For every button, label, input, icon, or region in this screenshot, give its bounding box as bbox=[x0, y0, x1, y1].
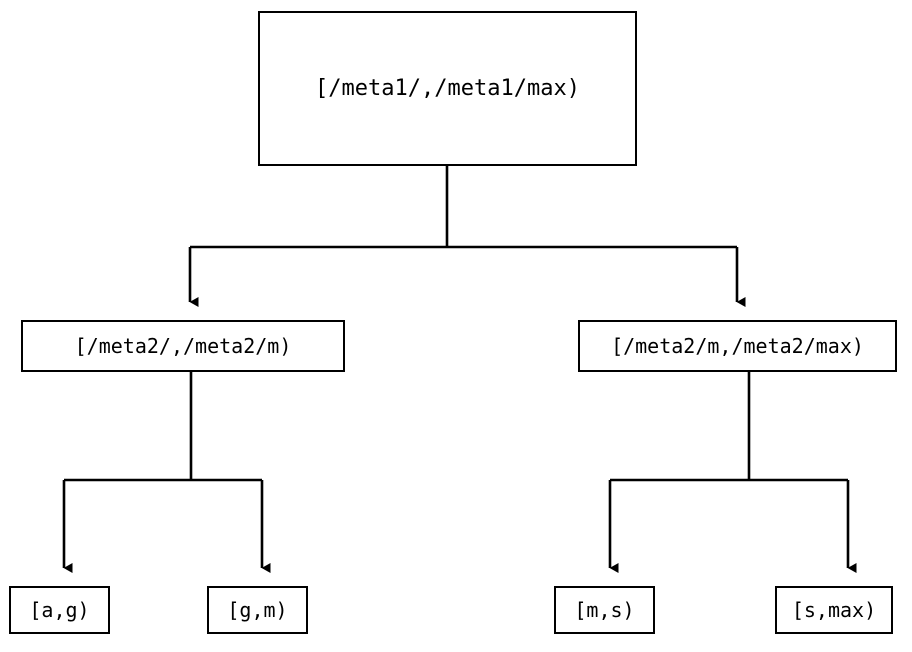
tree-node-label: [/meta2/m,/meta2/max) bbox=[611, 334, 864, 358]
tree-node-label: [a,g) bbox=[29, 598, 90, 622]
tree-node-leaf-1[interactable]: [a,g) bbox=[9, 586, 110, 634]
tree-node-leaf-4[interactable]: [s,max) bbox=[775, 586, 893, 634]
tree-node-mid-right[interactable]: [/meta2/m,/meta2/max) bbox=[578, 320, 897, 372]
tree-node-label: [g,m) bbox=[227, 598, 288, 622]
tree-node-leaf-3[interactable]: [m,s) bbox=[554, 586, 655, 634]
tree-node-root[interactable]: [/meta1/,/meta1/max) bbox=[258, 11, 637, 166]
tree-node-mid-left[interactable]: [/meta2/,/meta2/m) bbox=[21, 320, 345, 372]
tree-node-label: [s,max) bbox=[791, 598, 877, 622]
tree-node-label: [m,s) bbox=[574, 598, 635, 622]
tree-node-label: [/meta1/,/meta1/max) bbox=[315, 75, 580, 101]
tree-node-label: [/meta2/,/meta2/m) bbox=[74, 334, 292, 358]
tree-node-leaf-2[interactable]: [g,m) bbox=[207, 586, 308, 634]
